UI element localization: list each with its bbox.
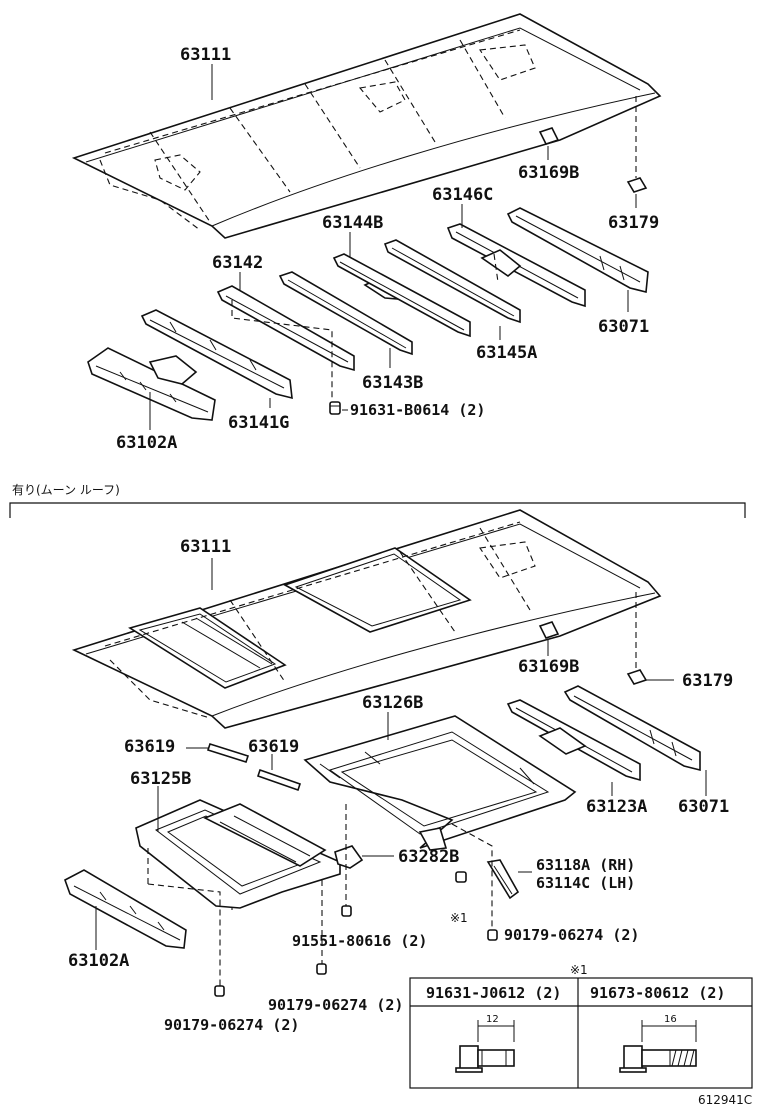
roof-bracket-63169b-upper	[538, 127, 560, 145]
roof-clip-63179-upper	[626, 177, 648, 193]
label-63071-upper: 63071	[598, 317, 649, 337]
roof-bow-63141g	[140, 309, 293, 400]
roof-bow-63143b	[278, 271, 413, 356]
roof-bracket-63169b-lower	[538, 621, 560, 639]
ref-nut-marked	[455, 871, 467, 883]
dash-upper-bolt	[231, 300, 333, 400]
label-63123a: 63123A	[586, 797, 647, 817]
label-63619-a: 63619	[124, 737, 175, 757]
label-63145a: 63145A	[476, 343, 537, 363]
label-63179-lower: 63179	[682, 671, 733, 691]
label-63071-lower: 63071	[678, 797, 729, 817]
bolt-drawing-91673-80612: 16	[619, 1014, 697, 1073]
label-63169b-upper: 63169B	[518, 163, 579, 183]
dash-lower-2	[147, 883, 221, 986]
label-63142: 63142	[212, 253, 263, 273]
section-note-moonroof: 有り(ムーン ルーフ)	[12, 483, 120, 497]
dash-upper-bracket	[493, 253, 499, 283]
note-col1-part: 91631-J0612 (2)	[426, 984, 561, 1002]
fastener-note-table: ※1 91631-J0612 (2) 91673-80612 (2) 12 16	[409, 963, 753, 1089]
sunroof-housing-63125b	[135, 799, 341, 909]
label-nut-90179-c: 90179-06274 (2)	[504, 926, 639, 944]
roof-bow-63146c	[446, 223, 586, 308]
label-63141g: 63141G	[228, 413, 289, 433]
label-63619-b: 63619	[248, 737, 299, 757]
label-63169b-lower: 63169B	[518, 657, 579, 677]
label-nut-90179-a: 90179-06274 (2)	[268, 996, 403, 1014]
front-rail-63102a-upper	[87, 347, 216, 421]
label-63179-upper: 63179	[608, 213, 659, 233]
roof-bow-63071-upper	[506, 207, 649, 294]
note-col2-part: 91673-80612 (2)	[590, 984, 725, 1002]
nut-90179-b	[214, 985, 225, 997]
note-col2-dim: 16	[664, 1014, 677, 1025]
label-roof-63111-upper: 63111	[180, 45, 231, 65]
label-63102a-lower: 63102A	[68, 951, 129, 971]
upper-section: 63111 63169B 63179 63146C 63144B 63142 6…	[71, 13, 662, 453]
moonroof-opening-front	[128, 607, 287, 689]
figure-id: 612941C	[698, 1093, 752, 1107]
nut-90179-c	[487, 929, 498, 941]
note-table-mark: ※1	[570, 963, 588, 977]
roof-bow-63071-lower	[563, 685, 701, 772]
bracket-63118a-63114c	[486, 859, 520, 900]
label-63146c: 63146C	[432, 185, 493, 205]
section-bracket	[9, 502, 746, 518]
roof-bow-63145a	[332, 253, 471, 338]
dash-lower-6	[451, 823, 493, 928]
sunroof-frame-63126b	[303, 715, 577, 851]
label-63144b: 63144B	[322, 213, 383, 233]
label-63118a-rh: 63118A (RH)	[536, 856, 635, 874]
bolt-91631-b0614	[329, 401, 341, 415]
label-63102a-upper: 63102A	[116, 433, 177, 453]
label-63114c-lh: 63114C (LH)	[536, 874, 635, 892]
label-63282b: 63282B	[398, 847, 459, 867]
roof-panel-lower	[71, 509, 662, 729]
roof-clip-63179-lower	[626, 669, 648, 685]
roof-panel-upper	[71, 13, 662, 239]
label-ref-mark: ※1	[450, 911, 468, 925]
label-63125b: 63125B	[130, 769, 191, 789]
label-63126b: 63126B	[362, 693, 423, 713]
roof-bow-63142	[216, 285, 355, 372]
note-col1-dim: 12	[486, 1014, 499, 1025]
bolt-drawing-91631-j0612: 12	[455, 1014, 515, 1073]
pad-63619-a	[206, 743, 250, 763]
lower-section: 63111 63169B 63179 63126B 63123A 63071 6…	[64, 509, 733, 1034]
label-roof-63111-lower: 63111	[180, 537, 231, 557]
bracket-63282b	[334, 845, 364, 869]
label-bolt-91631: 91631-B0614 (2)	[350, 401, 485, 419]
label-63143b: 63143B	[362, 373, 423, 393]
nut-90179-a	[316, 963, 327, 975]
roof-bow-63123a	[506, 699, 641, 782]
bolt-91551-80616	[341, 905, 352, 917]
pad-63619-b	[256, 768, 302, 792]
label-nut-90179-b: 90179-06274 (2)	[164, 1016, 299, 1034]
label-bolt-91551: 91551-80616 (2)	[292, 932, 427, 950]
front-rail-63102a-lower	[64, 869, 187, 949]
